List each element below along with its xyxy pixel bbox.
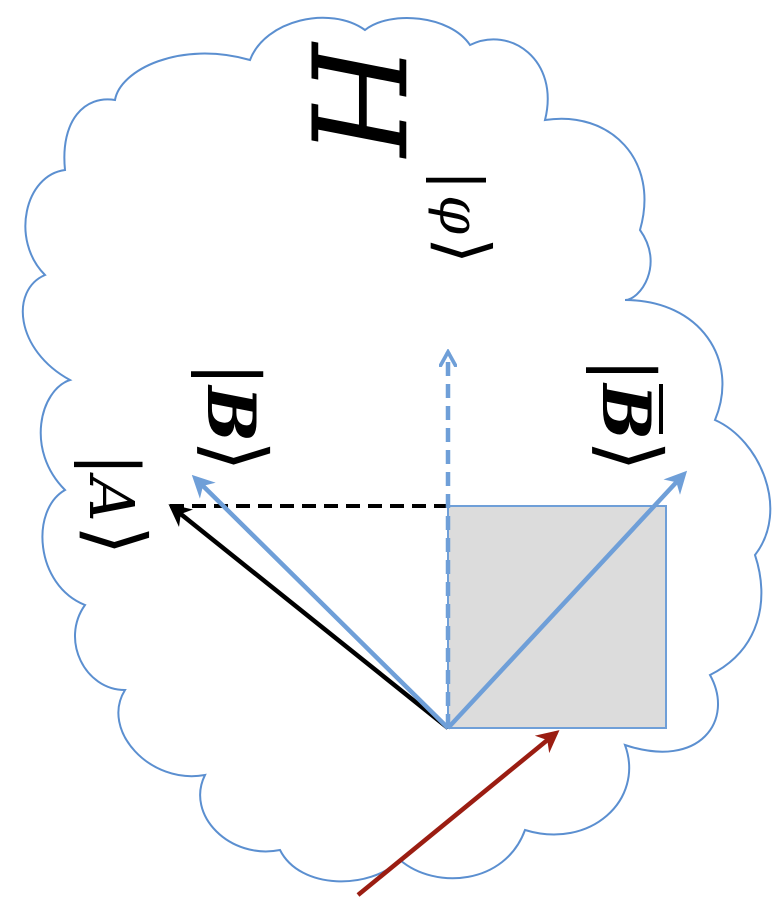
ket-phi: | φ ⟩ [423,170,505,264]
svg-text:⟩: ⟩ [583,440,678,472]
svg-text:⟩: ⟩ [423,237,505,264]
incoming-red-arrow [356,730,560,897]
hilbert-space-cloud [21,16,772,883]
ket-B-bar: | B ⟩ [583,358,678,472]
vector-A [168,504,450,730]
ket-B-symbol: B [192,384,270,442]
ket-phi-symbol: φ [426,195,491,234]
svg-text:|: | [191,362,275,386]
ket-B-bar-symbol: B [587,382,665,440]
vector-B-bar [446,470,688,730]
svg-text:|: | [425,170,495,190]
ket-B: | B ⟩ [188,362,283,472]
svg-text:|: | [586,358,670,382]
svg-text:|: | [73,453,152,476]
hilbert-space-label: H [281,41,433,159]
vector-B [191,474,450,730]
ket-A-symbol: A [75,472,148,522]
svg-text:⟩: ⟩ [188,440,283,472]
svg-text:⟩: ⟩ [71,525,161,555]
ket-A: | A ⟩ [71,453,161,555]
